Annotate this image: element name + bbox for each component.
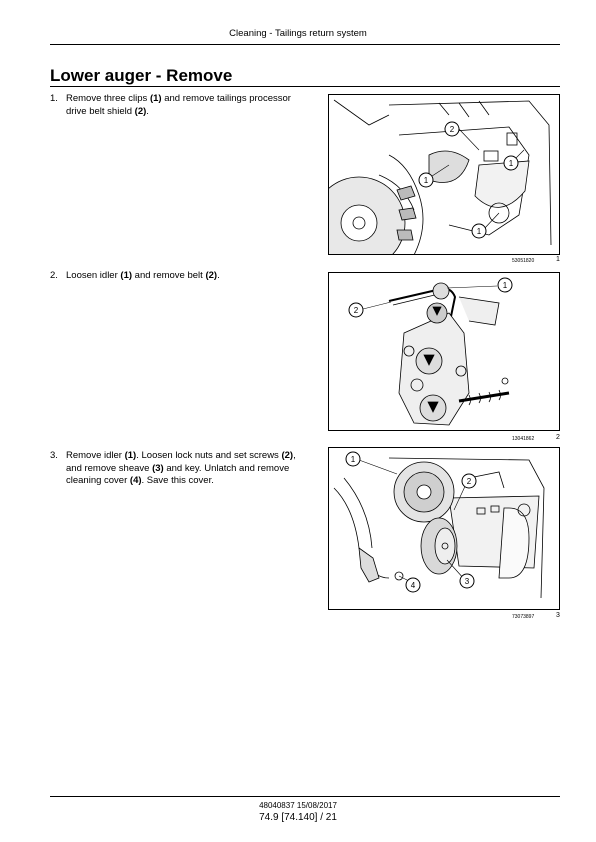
section-rule <box>50 86 560 87</box>
figure-2-number: 2 <box>556 434 560 441</box>
step-number: 3. <box>50 450 58 461</box>
footer-doc-id: 48040837 15/08/2017 <box>259 801 337 810</box>
figure-3-number: 3 <box>556 612 560 619</box>
footer-page-number: 74.9 [74.140] / 21 <box>259 812 337 823</box>
figure-1-callout-1b: 1 <box>418 172 434 188</box>
step-text: Loosen idler (1) and remove belt (2). <box>66 270 220 281</box>
svg-text:1: 1 <box>503 281 508 290</box>
step-text: Remove idler (1). Loosen lock nuts and s… <box>66 450 296 486</box>
figure-1-callout-1c: 1 <box>471 223 487 239</box>
svg-text:2: 2 <box>467 477 472 486</box>
svg-text:4: 4 <box>411 581 416 590</box>
figure-1-callout-2: 2 <box>444 121 460 137</box>
figure-1-callout-1a: 1 <box>503 155 519 171</box>
svg-text:2: 2 <box>450 125 455 134</box>
svg-text:3: 3 <box>465 577 470 586</box>
figure-3-id: 73073897 <box>512 614 535 620</box>
figure-2-image: 2 1 <box>328 272 560 431</box>
figure-3-callout-4: 4 <box>405 577 421 593</box>
section-title: Lower auger - Remove <box>50 66 233 85</box>
svg-text:1: 1 <box>424 176 429 185</box>
figure-3-callout-2: 2 <box>461 473 477 489</box>
figure-3-callout-1: 1 <box>345 451 361 467</box>
svg-text:2: 2 <box>354 306 359 315</box>
step-number: 1. <box>50 93 58 104</box>
step-number: 2. <box>50 270 58 281</box>
figure-3-callout-3: 3 <box>459 573 475 589</box>
figure-2-id: 13041862 <box>512 436 535 442</box>
figure-1-number: 1 <box>556 256 560 263</box>
header-rule <box>50 44 560 45</box>
step-2: 2. Loosen idler (1) and remove belt (2). <box>50 270 312 283</box>
step-text: Remove three clips (1) and remove tailin… <box>66 93 291 117</box>
svg-text:1: 1 <box>509 159 514 168</box>
figure-3-image: 1 2 3 4 <box>328 447 560 610</box>
svg-text:1: 1 <box>351 455 356 464</box>
figure-1-id: 53051820 <box>512 258 535 264</box>
figure-1-image: 2 1 1 1 <box>328 94 560 255</box>
step-3: 3. Remove idler (1). Loosen lock nuts an… <box>50 450 312 488</box>
svg-text:1: 1 <box>477 227 482 236</box>
page-header-title: Cleaning - Tailings return system <box>229 28 367 39</box>
figure-2-callout-2: 2 <box>348 302 364 318</box>
step-1: 1. Remove three clips (1) and remove tai… <box>50 93 312 118</box>
footer-rule <box>50 796 560 797</box>
figure-2-callout-1: 1 <box>497 277 513 293</box>
